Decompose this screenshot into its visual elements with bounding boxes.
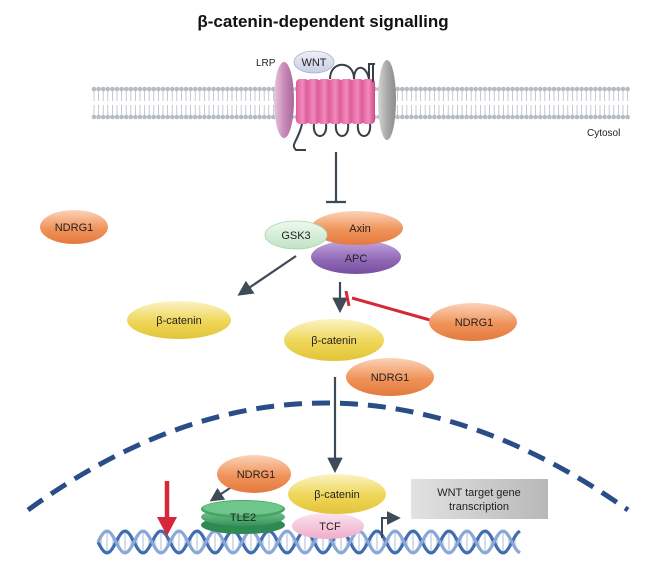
ndrg1-left-label: NDRG1 [55, 222, 94, 234]
target-gene-line2: transcription [449, 501, 509, 513]
ndrg1-center-label: NDRG1 [371, 372, 410, 384]
tle2-corepressor: TLE2 [201, 500, 285, 534]
beta-catenin-nucleus: β-catenin [288, 474, 386, 514]
diagram-title: β-catenin-dependent signalling [197, 12, 448, 31]
tcf-transcription-factor: TCF [292, 513, 364, 539]
destruction-complex: APC Axin GSK3 [264, 211, 403, 274]
wnt-target-gene-box: WNT target gene transcription [411, 479, 548, 519]
gsk3-label: GSK3 [281, 230, 310, 242]
tle2-label: TLE2 [230, 512, 256, 524]
beta-catenin-free-label: β-catenin [156, 315, 201, 327]
apc-protein [311, 240, 401, 274]
ndrg1-cytoplasm-center: NDRG1 [346, 358, 434, 396]
ndrg1-nucleus: NDRG1 [217, 455, 291, 493]
ndrg1-inhibitor-label: NDRG1 [455, 317, 494, 329]
ndrg1-inhibition-line [351, 296, 431, 322]
wnt-ligand [293, 50, 335, 74]
coreceptor-grey [378, 60, 396, 140]
ndrg1-cytoplasm-left: NDRG1 [40, 210, 108, 244]
beta-catenin-center-label: β-catenin [311, 335, 356, 347]
beta-catenin-cytoplasm: β-catenin [284, 319, 384, 361]
wnt-label: WNT [301, 57, 326, 69]
gene-repression-arrow [157, 481, 177, 536]
lrp-coreceptor [274, 62, 294, 138]
apc-label: APC [345, 253, 368, 265]
transcription-start-arrow [381, 511, 401, 538]
cytosol-label: Cytosol [587, 128, 620, 139]
beta-catenin-nucleus-label: β-catenin [314, 489, 359, 501]
ndrg1-nucleus-label: NDRG1 [237, 469, 276, 481]
target-gene-line1: WNT target gene [437, 487, 521, 499]
lrp-label: LRP [256, 58, 276, 69]
gsk3-protein [264, 220, 328, 250]
frizzled-receptor [292, 63, 375, 151]
axin-label: Axin [349, 223, 370, 235]
tcf-label: TCF [319, 521, 341, 533]
nuclear-envelope [26, 400, 630, 513]
beta-catenin-degraded: β-catenin [127, 301, 231, 339]
receptor-complex: LRP WNT [256, 50, 396, 151]
ndrg1-inhibitor: NDRG1 [344, 290, 517, 341]
degradation-arrow [237, 255, 297, 296]
receptor-inhibition-line [326, 152, 346, 204]
axin-protein [311, 211, 403, 245]
